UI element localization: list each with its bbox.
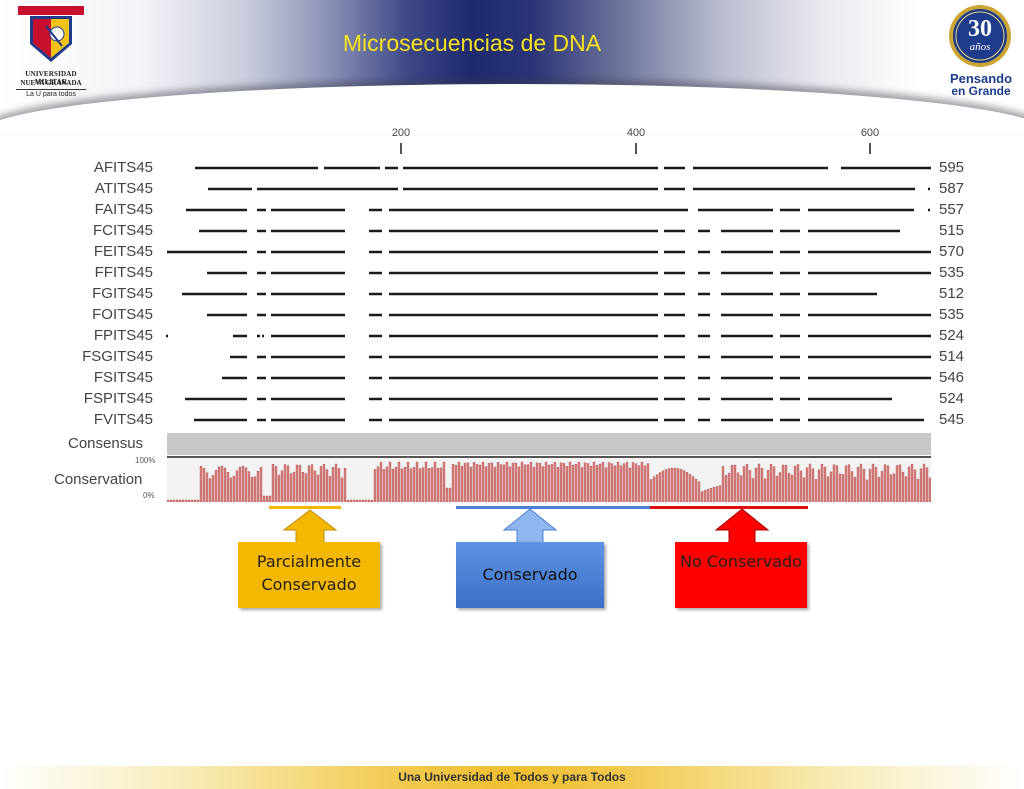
ruler-tick-label: 200: [391, 127, 411, 139]
sequence-name: FVITS45: [93, 411, 153, 428]
slide-title: Microsecuencias de DNA: [342, 30, 602, 56]
callout-text: Conservado: [482, 565, 578, 584]
seal-icon: [949, 5, 1011, 67]
ruler-tick-label: 600: [860, 127, 880, 139]
sequence-length: 545: [939, 411, 965, 428]
ruler-tick-mark: [400, 143, 402, 154]
conservation-label: Conservation: [54, 471, 143, 488]
conservation-plot: [166, 456, 932, 503]
anniversary-logo: 30 años Pensando en Grande: [940, 2, 1022, 102]
sequence-length: 587: [939, 180, 965, 197]
sequence-length: 514: [939, 348, 965, 365]
callout-partially-conserved: Parcialmente Conservado: [238, 542, 380, 608]
arrow-up-icon: [502, 508, 558, 544]
sequence-length: 557: [939, 201, 965, 218]
sequence-length: 546: [939, 369, 965, 386]
consensus-bar: [167, 433, 931, 455]
callout-text: No Conservado: [680, 552, 802, 571]
slogan-line2: en Grande: [951, 84, 1011, 98]
sequence-name: FSPITS45: [83, 390, 153, 407]
callout-text: Parcialmente Conservado: [256, 552, 362, 594]
sequence-length: 524: [939, 327, 965, 344]
sequence-length: 595: [939, 159, 965, 176]
sequence-length: 570: [939, 243, 965, 260]
sequence-length: 535: [939, 306, 965, 323]
sequence-length: 535: [939, 264, 965, 281]
callout-conserved: Conservado: [456, 542, 604, 608]
sequence-length: 512: [939, 285, 965, 302]
sequence-name: AFITS45: [93, 159, 153, 176]
shield-icon: [10, 4, 92, 68]
sequence-name: FSGITS45: [82, 348, 153, 365]
sequence-name: FSITS45: [93, 369, 153, 386]
nonconserved-region-underline: [650, 506, 808, 509]
arrow-up-icon: [282, 509, 338, 544]
pct-top-label: 100%: [135, 456, 156, 465]
sequence-name: FEITS45: [93, 243, 153, 260]
pct-bottom-label: 0%: [143, 491, 155, 500]
partial-region-underline: [269, 506, 341, 509]
ruler-tick-label: 400: [626, 127, 646, 139]
conserved-region-underline: [456, 506, 650, 509]
university-name-line1: UNIVERSIDAD MILITAR: [25, 70, 77, 86]
ruler-tick-mark: [869, 143, 871, 154]
sequence-name: FFITS45: [94, 264, 153, 281]
consensus-label: Consensus: [68, 435, 144, 452]
sequence-length: 515: [939, 222, 965, 239]
ruler-tick-mark: [635, 143, 637, 154]
footer-text: Una Universidad de Todos y para Todos: [398, 770, 626, 784]
sequence-length: 524: [939, 390, 965, 407]
university-logo: UNIVERSIDAD MILITAR NUEVA GRANADA La U p…: [10, 4, 92, 100]
sequence-name: FCITS45: [92, 222, 153, 239]
sequence-name: FOITS45: [92, 306, 153, 323]
conservation-bars: [166, 461, 932, 503]
sequence-name: FGITS45: [92, 285, 153, 302]
slogan-line1: Pensando: [949, 71, 1013, 86]
sequence-name: FAITS45: [94, 201, 153, 218]
footer-band: Una Universidad de Todos y para Todos: [0, 766, 1024, 789]
university-slogan: La U para todos: [16, 89, 86, 98]
seal-number: 30: [968, 16, 992, 42]
university-name-line2: NUEVA GRANADA: [20, 79, 82, 87]
callout-not-conserved: No Conservado: [675, 542, 807, 608]
seal-word: años: [969, 41, 991, 53]
arrow-up-icon: [714, 508, 770, 544]
sequence-name: FPITS45: [93, 327, 153, 344]
sequence-name: ATITS45: [94, 180, 153, 197]
